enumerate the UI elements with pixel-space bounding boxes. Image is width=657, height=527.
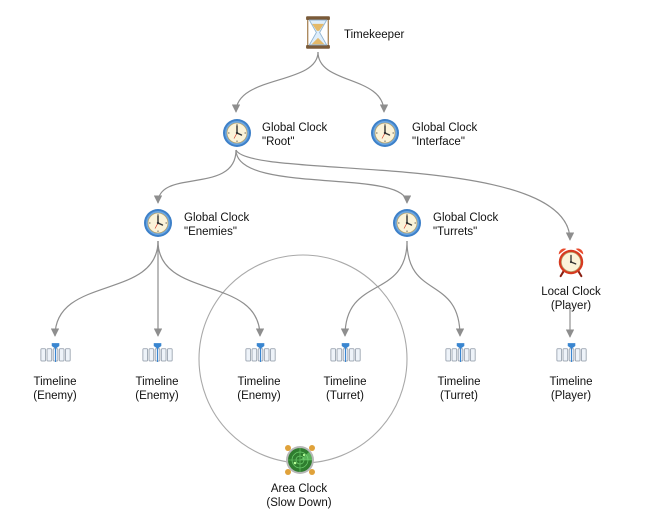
root-clock-name: "Root"	[262, 136, 294, 148]
clock-icon	[222, 118, 252, 148]
timeline-6-title: Timeline	[549, 376, 592, 388]
interface-clock-title: Global Clock	[412, 122, 477, 134]
edge-root-turrets	[235, 149, 412, 204]
interface-clock-node: Global Clock "Interface"	[370, 118, 477, 148]
timeline-3-title: Timeline	[237, 376, 280, 388]
timeline-node-1: Timeline (Enemy)	[33, 342, 77, 402]
timeline-node-4: Timeline (Turret)	[323, 342, 367, 402]
clock-icon	[392, 208, 422, 238]
local-clock-node: Local Clock (Player)	[541, 247, 601, 312]
edge-turrets-timeline-5	[406, 240, 465, 337]
turrets-clock-name: "Turrets"	[433, 226, 477, 238]
enemies-clock-title: Global Clock	[184, 212, 249, 224]
area-clock-range-circle	[198, 254, 408, 464]
timeline-icon	[245, 342, 276, 363]
timeline-icon	[445, 342, 476, 363]
edge-timekeeper-interface	[317, 51, 389, 113]
local-clock-title: Local Clock	[541, 286, 601, 298]
radar-icon	[284, 444, 316, 476]
root-clock-node: Global Clock "Root"	[222, 118, 327, 148]
clock-icon	[370, 118, 400, 148]
timeline-node-3: Timeline (Enemy)	[237, 342, 281, 402]
timeline-1-title: Timeline	[33, 376, 76, 388]
enemies-clock-name: "Enemies"	[184, 226, 237, 238]
timeline-node-2: Timeline (Enemy)	[135, 342, 179, 402]
edge-root-enemies	[153, 149, 237, 204]
area-clock-node: Area Clock (Slow Down)	[266, 444, 332, 509]
edges	[50, 51, 575, 338]
interface-clock-name: "Interface"	[412, 136, 465, 148]
timeline-icon	[40, 342, 71, 363]
timekeeper-label: Timekeeper	[344, 29, 404, 41]
timekeeper-node: Timekeeper	[305, 15, 404, 50]
edge-root-local	[235, 149, 575, 241]
timeline-2-kind: (Enemy)	[135, 390, 179, 402]
timeline-6-kind: (Player)	[551, 390, 591, 402]
timeline-5-kind: (Turret)	[440, 390, 478, 402]
timeline-icon	[142, 342, 173, 363]
hourglass-icon	[305, 15, 331, 50]
edge-enemies-timeline-1	[50, 240, 159, 337]
timeline-icon	[556, 342, 587, 363]
clock-icon	[143, 208, 173, 238]
area-clock-title: Area Clock	[271, 483, 327, 495]
edge-enemies-timeline-3	[157, 240, 265, 337]
local-clock-name: (Player)	[551, 300, 591, 312]
timeline-node-5: Timeline (Turret)	[437, 342, 481, 402]
enemies-clock-node: Global Clock "Enemies"	[143, 208, 249, 238]
timeline-5-title: Timeline	[437, 376, 480, 388]
turrets-clock-node: Global Clock "Turrets"	[392, 208, 498, 238]
alarm-clock-icon	[557, 247, 585, 278]
turrets-clock-title: Global Clock	[433, 212, 498, 224]
timeline-3-kind: (Enemy)	[237, 390, 281, 402]
edge-turrets-timeline-4	[340, 240, 408, 337]
timeline-4-title: Timeline	[323, 376, 366, 388]
area-clock-name: (Slow Down)	[266, 497, 331, 509]
timeline-icon	[330, 342, 361, 363]
timeline-2-title: Timeline	[135, 376, 178, 388]
edge-timekeeper-root	[231, 51, 319, 113]
timeline-node-6: Timeline (Player)	[549, 342, 593, 402]
timeline-4-kind: (Turret)	[326, 390, 364, 402]
timeline-1-kind: (Enemy)	[33, 390, 77, 402]
root-clock-title: Global Clock	[262, 122, 327, 134]
